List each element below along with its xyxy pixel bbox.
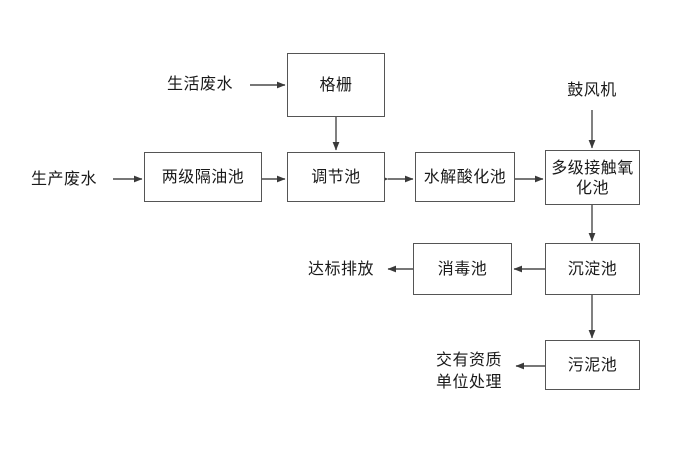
label-blower: 鼓风机 [567,80,617,100]
label-domestic-wastewater: 生活废水 [166,74,233,94]
label-compliant-discharge: 达标排放 [307,259,374,279]
node-grille[interactable]: 格栅 [287,53,385,117]
node-multistage-contact-oxidation-tank[interactable]: 多级接触氧 化池 [545,150,640,205]
node-sludge-tank[interactable]: 污泥池 [545,340,640,390]
node-sedimentation-tank[interactable]: 沉淀池 [545,243,640,295]
node-regulating-tank[interactable]: 调节池 [287,152,385,202]
node-two-stage-oil-separation-tank[interactable]: 两级隔油池 [144,152,262,202]
node-disinfection-tank[interactable]: 消毒池 [413,243,512,295]
label-production-wastewater: 生产废水 [30,169,97,189]
label-qualified-unit-disposal: 交有资质 单位处理 [435,350,502,391]
node-hydrolysis-acidification-tank[interactable]: 水解酸化池 [415,152,515,202]
